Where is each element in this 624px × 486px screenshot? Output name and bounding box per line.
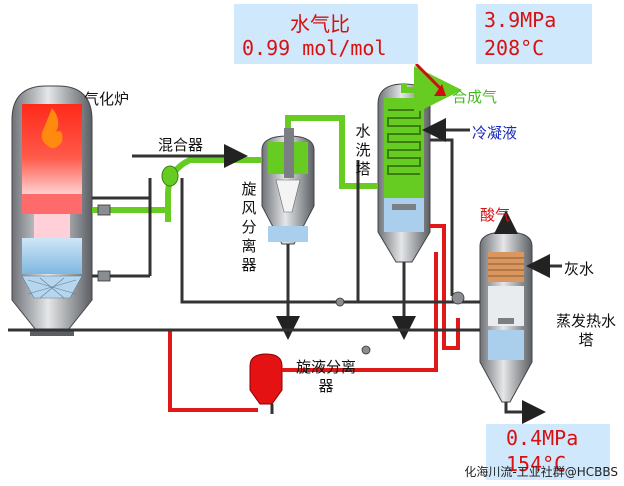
top-pressure: 3.9MPa [484,8,557,32]
water-wash-tower-vessel [377,83,431,263]
callout-arrow [414,62,446,96]
liquid-separator-label: 旋液分离器 [294,358,358,396]
acid-gas-label: 酸气 [480,206,511,224]
gasifier-label: 气化炉 [84,90,130,108]
syngas-out-green-line [401,66,462,114]
cyclone-separator-vessel [261,128,315,245]
mixer-label: 混合器 [158,136,204,154]
watermark-text: 化海川流-工业社群@HCBBS [464,465,618,479]
condensate-label: 冷凝液 [472,124,518,142]
bottom-conditions-box: 0.4MPa 154°C [486,424,610,480]
red-line-to-separator [168,330,258,412]
pipe-fittings [97,204,465,355]
bottom-temperature: 154°C [506,452,567,476]
top-conditions-box: 3.9MPa 208°C [476,4,592,64]
evaporation-tower-label-text: 蒸发热水塔 [556,312,617,349]
red-line-to-evaporator [430,224,460,350]
liquid-separator-label-text: 旋液分离器 [295,358,356,395]
syngas-label: 合成气 [452,88,498,106]
wash-to-evaporator-line [430,138,454,296]
water-gas-ratio-title: 水气比 [290,12,350,36]
red-recycle-lines [168,224,460,412]
ash-water-label: 灰水 [564,260,595,278]
water-wash-tower-label: 水洗塔 [355,122,371,178]
water-gas-ratio-box: 水气比 0.99 mol/mol [234,4,418,64]
cyclone-to-wash-green-line [285,115,378,189]
evaporation-hot-water-tower-vessel [479,231,533,403]
top-temperature: 208°C [484,36,545,60]
water-gas-ratio-value: 0.99 mol/mol [242,36,387,60]
dark-process-lines [8,118,562,424]
bottom-pressure: 0.4MPa [506,426,579,450]
mixer-unit [161,165,179,187]
evaporation-tower-label: 蒸发热水塔 [556,312,616,350]
middle-return-line [180,178,480,304]
cyclone-separator-label: 旋风分离器 [241,180,257,274]
gasifier-vessel [11,85,93,336]
red-line-separator-to-wash [282,252,438,372]
liquid-cyclone-separator-vessel [249,353,283,405]
bottom-outlet-arrow [504,400,546,424]
